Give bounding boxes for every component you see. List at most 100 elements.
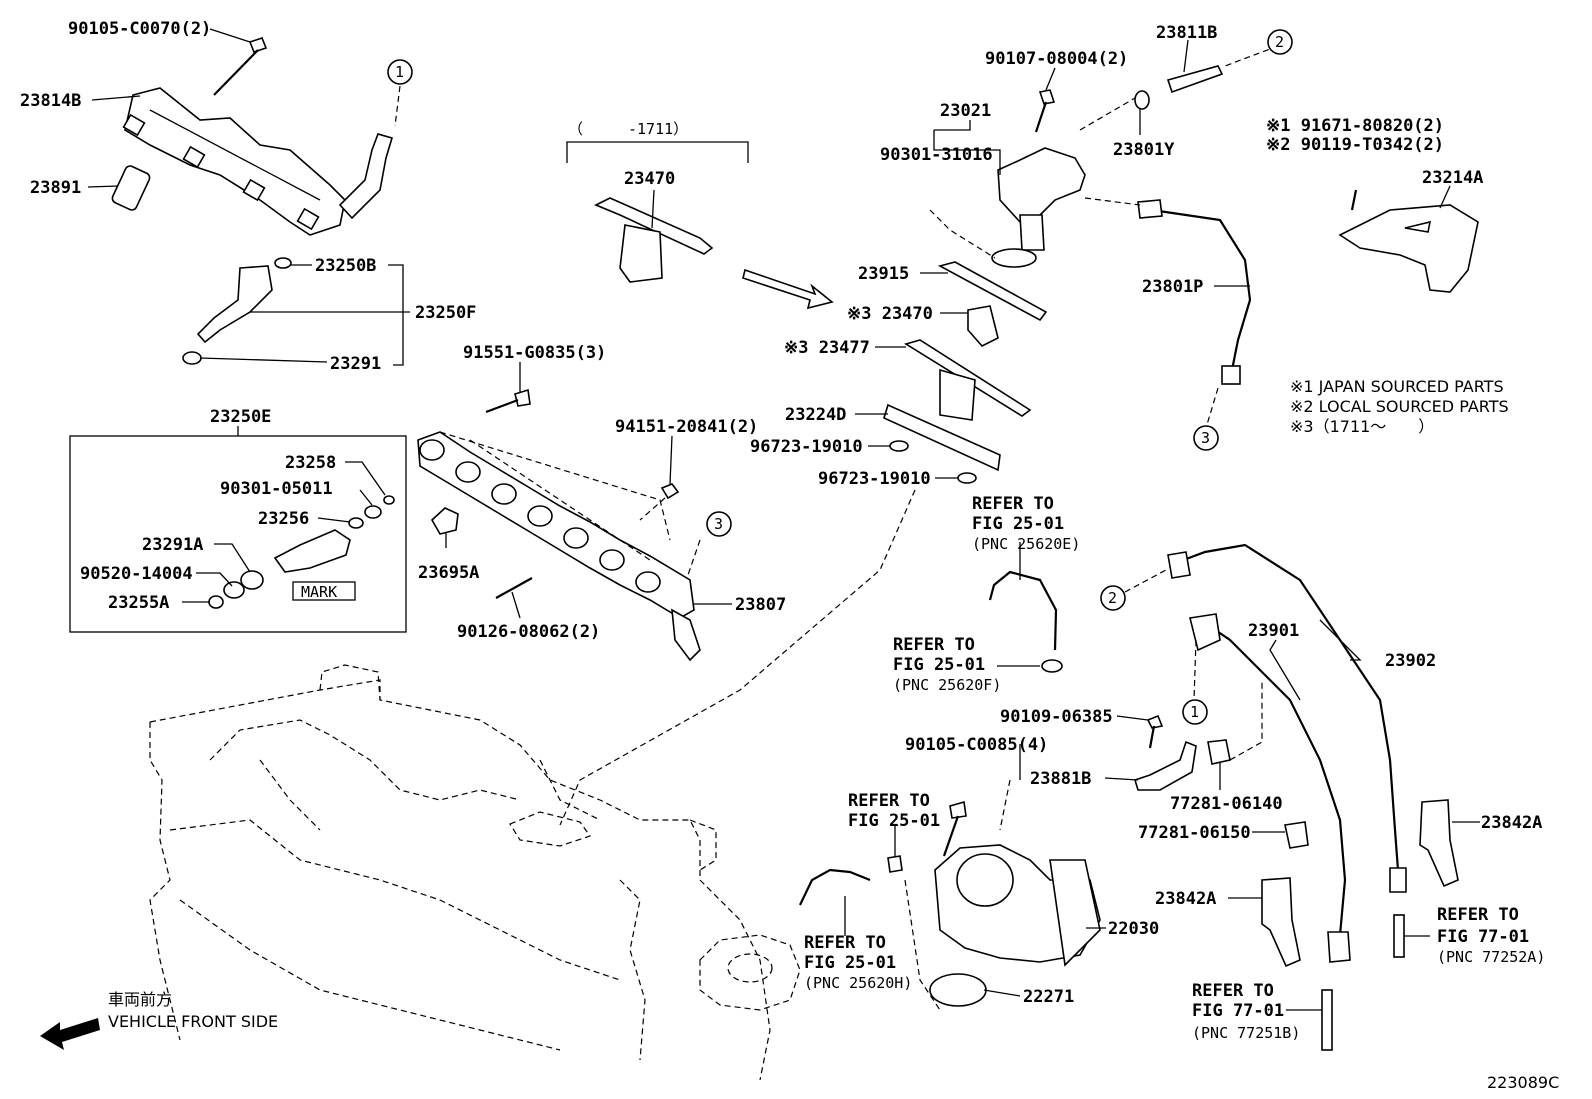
- hose-refer-25620H: [799, 855, 903, 906]
- label-90105-C0085: 90105-C0085(4): [905, 735, 1048, 755]
- label-23250B: 23250B: [315, 256, 376, 276]
- callout-3-a: 3: [1201, 429, 1210, 447]
- refer-3-line-c: (PNC 25620H): [804, 974, 912, 992]
- refer-1-line-b: FIG 25-01: [893, 655, 985, 675]
- refer-4-line-c: (PNC 77251B): [1192, 1024, 1300, 1042]
- label-90105-C0070: 90105-C0070(2): [68, 19, 211, 39]
- o-rings-96723: [889, 440, 977, 484]
- callout-2-b: 2: [1108, 589, 1117, 607]
- label-23891: 23891: [30, 178, 81, 198]
- refer-0-line-c: (PNC 25620E): [972, 535, 1080, 553]
- injector-23250F: [182, 257, 292, 365]
- connector-23842A-right: [1419, 799, 1459, 888]
- sourcing-notes: ※1 JAPAN SOURCED PARTS ※2 LOCAL SOURCED …: [1290, 377, 1509, 436]
- diagram-id: 223089C: [1487, 1073, 1559, 1092]
- pump-cover-23470-a: [594, 197, 714, 283]
- fuel-rail: [417, 431, 701, 662]
- label-23695A: 23695A: [418, 563, 479, 583]
- refer-3-line-a: REFER TO: [804, 933, 886, 953]
- label-90109-06385: 90109-06385: [1000, 707, 1113, 727]
- callout-circles: 1 2 3 3 2 1: [387, 29, 1293, 725]
- refer-2-line-a: REFER TO: [848, 791, 930, 811]
- label-90301-31016: 90301-31016: [880, 145, 993, 165]
- nut-94151-20841: [660, 483, 680, 500]
- injector-seal-kit-parts: [208, 495, 395, 609]
- label-90107-08004: 90107-08004(2): [985, 49, 1128, 69]
- label-96723-19010-a: 96723-19010: [750, 437, 863, 457]
- refer-1-line-c: (PNC 25620F): [893, 676, 1001, 694]
- label-23814B: 23814B: [20, 91, 81, 111]
- label-23291A: 23291A: [142, 535, 203, 555]
- range-bracket: [566, 141, 749, 163]
- label-23291: 23291: [330, 354, 381, 374]
- label-23801Y: 23801Y: [1113, 140, 1175, 160]
- label-23801P: 23801P: [1142, 277, 1203, 297]
- label-23477: ※3 23477: [784, 338, 870, 358]
- refer-4-line-a: REFER TO: [1192, 981, 1274, 1001]
- note-2: ※2 LOCAL SOURCED PARTS: [1290, 397, 1509, 416]
- label-23842A-right: 23842A: [1481, 813, 1542, 833]
- label-23214A: 23214A: [1422, 168, 1483, 188]
- label-23807: 23807: [735, 595, 786, 615]
- label-23224D: 23224D: [785, 405, 846, 425]
- leader-lines: [87, 28, 1480, 1011]
- vehicle-front-indicator: 車両前方 VEHICLE FRONT SIDE: [40, 990, 278, 1050]
- label-22271: 22271: [1023, 987, 1074, 1007]
- note-1: ※1 JAPAN SOURCED PARTS: [1290, 377, 1504, 396]
- vehicle-front-jp: 車両前方: [108, 990, 172, 1009]
- label-90301-05011: 90301-05011: [220, 479, 333, 499]
- label-23250F: 23250F: [415, 303, 476, 323]
- label-23902: 23902: [1385, 651, 1436, 671]
- label-94151-20841: 94151-20841(2): [615, 417, 758, 437]
- fitting-23811B: [1134, 65, 1224, 110]
- label-23901: 23901: [1248, 621, 1299, 641]
- label-23256: 23256: [258, 509, 309, 529]
- gasket-23477: [904, 339, 1032, 421]
- bolt-90109-06385: [1146, 714, 1164, 749]
- label-23258: 23258: [285, 453, 336, 473]
- direction-arrow: [742, 268, 834, 310]
- label-23250E: 23250E: [210, 407, 271, 427]
- hose-refer-25620E: [988, 570, 1058, 651]
- label-23021: 23021: [940, 101, 991, 121]
- refer-5-line-a: REFER TO: [1437, 905, 1519, 925]
- heat-insulator-23214A: [1338, 189, 1479, 293]
- label-23811B: 23811B: [1156, 23, 1217, 43]
- refer-0-line-a: REFER TO: [972, 494, 1054, 514]
- pipe-23801P: [1137, 199, 1252, 385]
- label-23842A-left: 23842A: [1155, 889, 1216, 909]
- callout-1-b: 1: [1190, 703, 1199, 721]
- clip-77281-06150: [1284, 821, 1309, 849]
- dashed-leaders: [394, 45, 1279, 1011]
- label-91671-80820: ※1 91671-80820(2): [1266, 116, 1444, 136]
- bracket-23881B: [1134, 740, 1197, 791]
- callout-2-a: 2: [1275, 33, 1284, 51]
- fuel-pump-23021: [991, 147, 1086, 268]
- label-23255A: 23255A: [108, 593, 169, 613]
- hose-23901: [1189, 613, 1351, 963]
- vehicle-front-en: VEHICLE FRONT SIDE: [108, 1012, 278, 1031]
- fuel-delivery-bracket: [122, 87, 393, 236]
- refer-0-line-b: FIG 25-01: [972, 514, 1064, 534]
- refer-4-line-b: FIG 77-01: [1192, 1001, 1284, 1021]
- clamp-23695A: [430, 507, 459, 535]
- engine-block: [149, 664, 801, 1081]
- bolt-90105-C0070: [213, 37, 268, 96]
- note-3: ※3（1711～ ）: [1290, 417, 1434, 436]
- label-mark: MARK: [301, 583, 337, 601]
- label-77281-06150: 77281-06150: [1138, 823, 1251, 843]
- callout-3-b: 3: [714, 515, 723, 533]
- label-90126-08062: 90126-08062(2): [457, 622, 600, 642]
- label-77281-06140: 77281-06140: [1170, 794, 1283, 814]
- refer-3-line-b: FIG 25-01: [804, 953, 896, 973]
- throttle-body-22030: [934, 844, 1101, 967]
- connector-23842A-left: [1261, 877, 1301, 968]
- gasket-22271: [929, 973, 987, 1007]
- part-labels: 90105-C0070(2) 23814B 23891 23250B 23250…: [20, 19, 1542, 1007]
- label-91551-G0835: 91551-G0835(3): [463, 343, 606, 363]
- label-22030: 22030: [1108, 919, 1159, 939]
- clamp-refer-25620F: [1041, 659, 1063, 673]
- label-23470-a: 23470: [624, 169, 675, 189]
- label-90520-14004: 90520-14004: [80, 564, 193, 584]
